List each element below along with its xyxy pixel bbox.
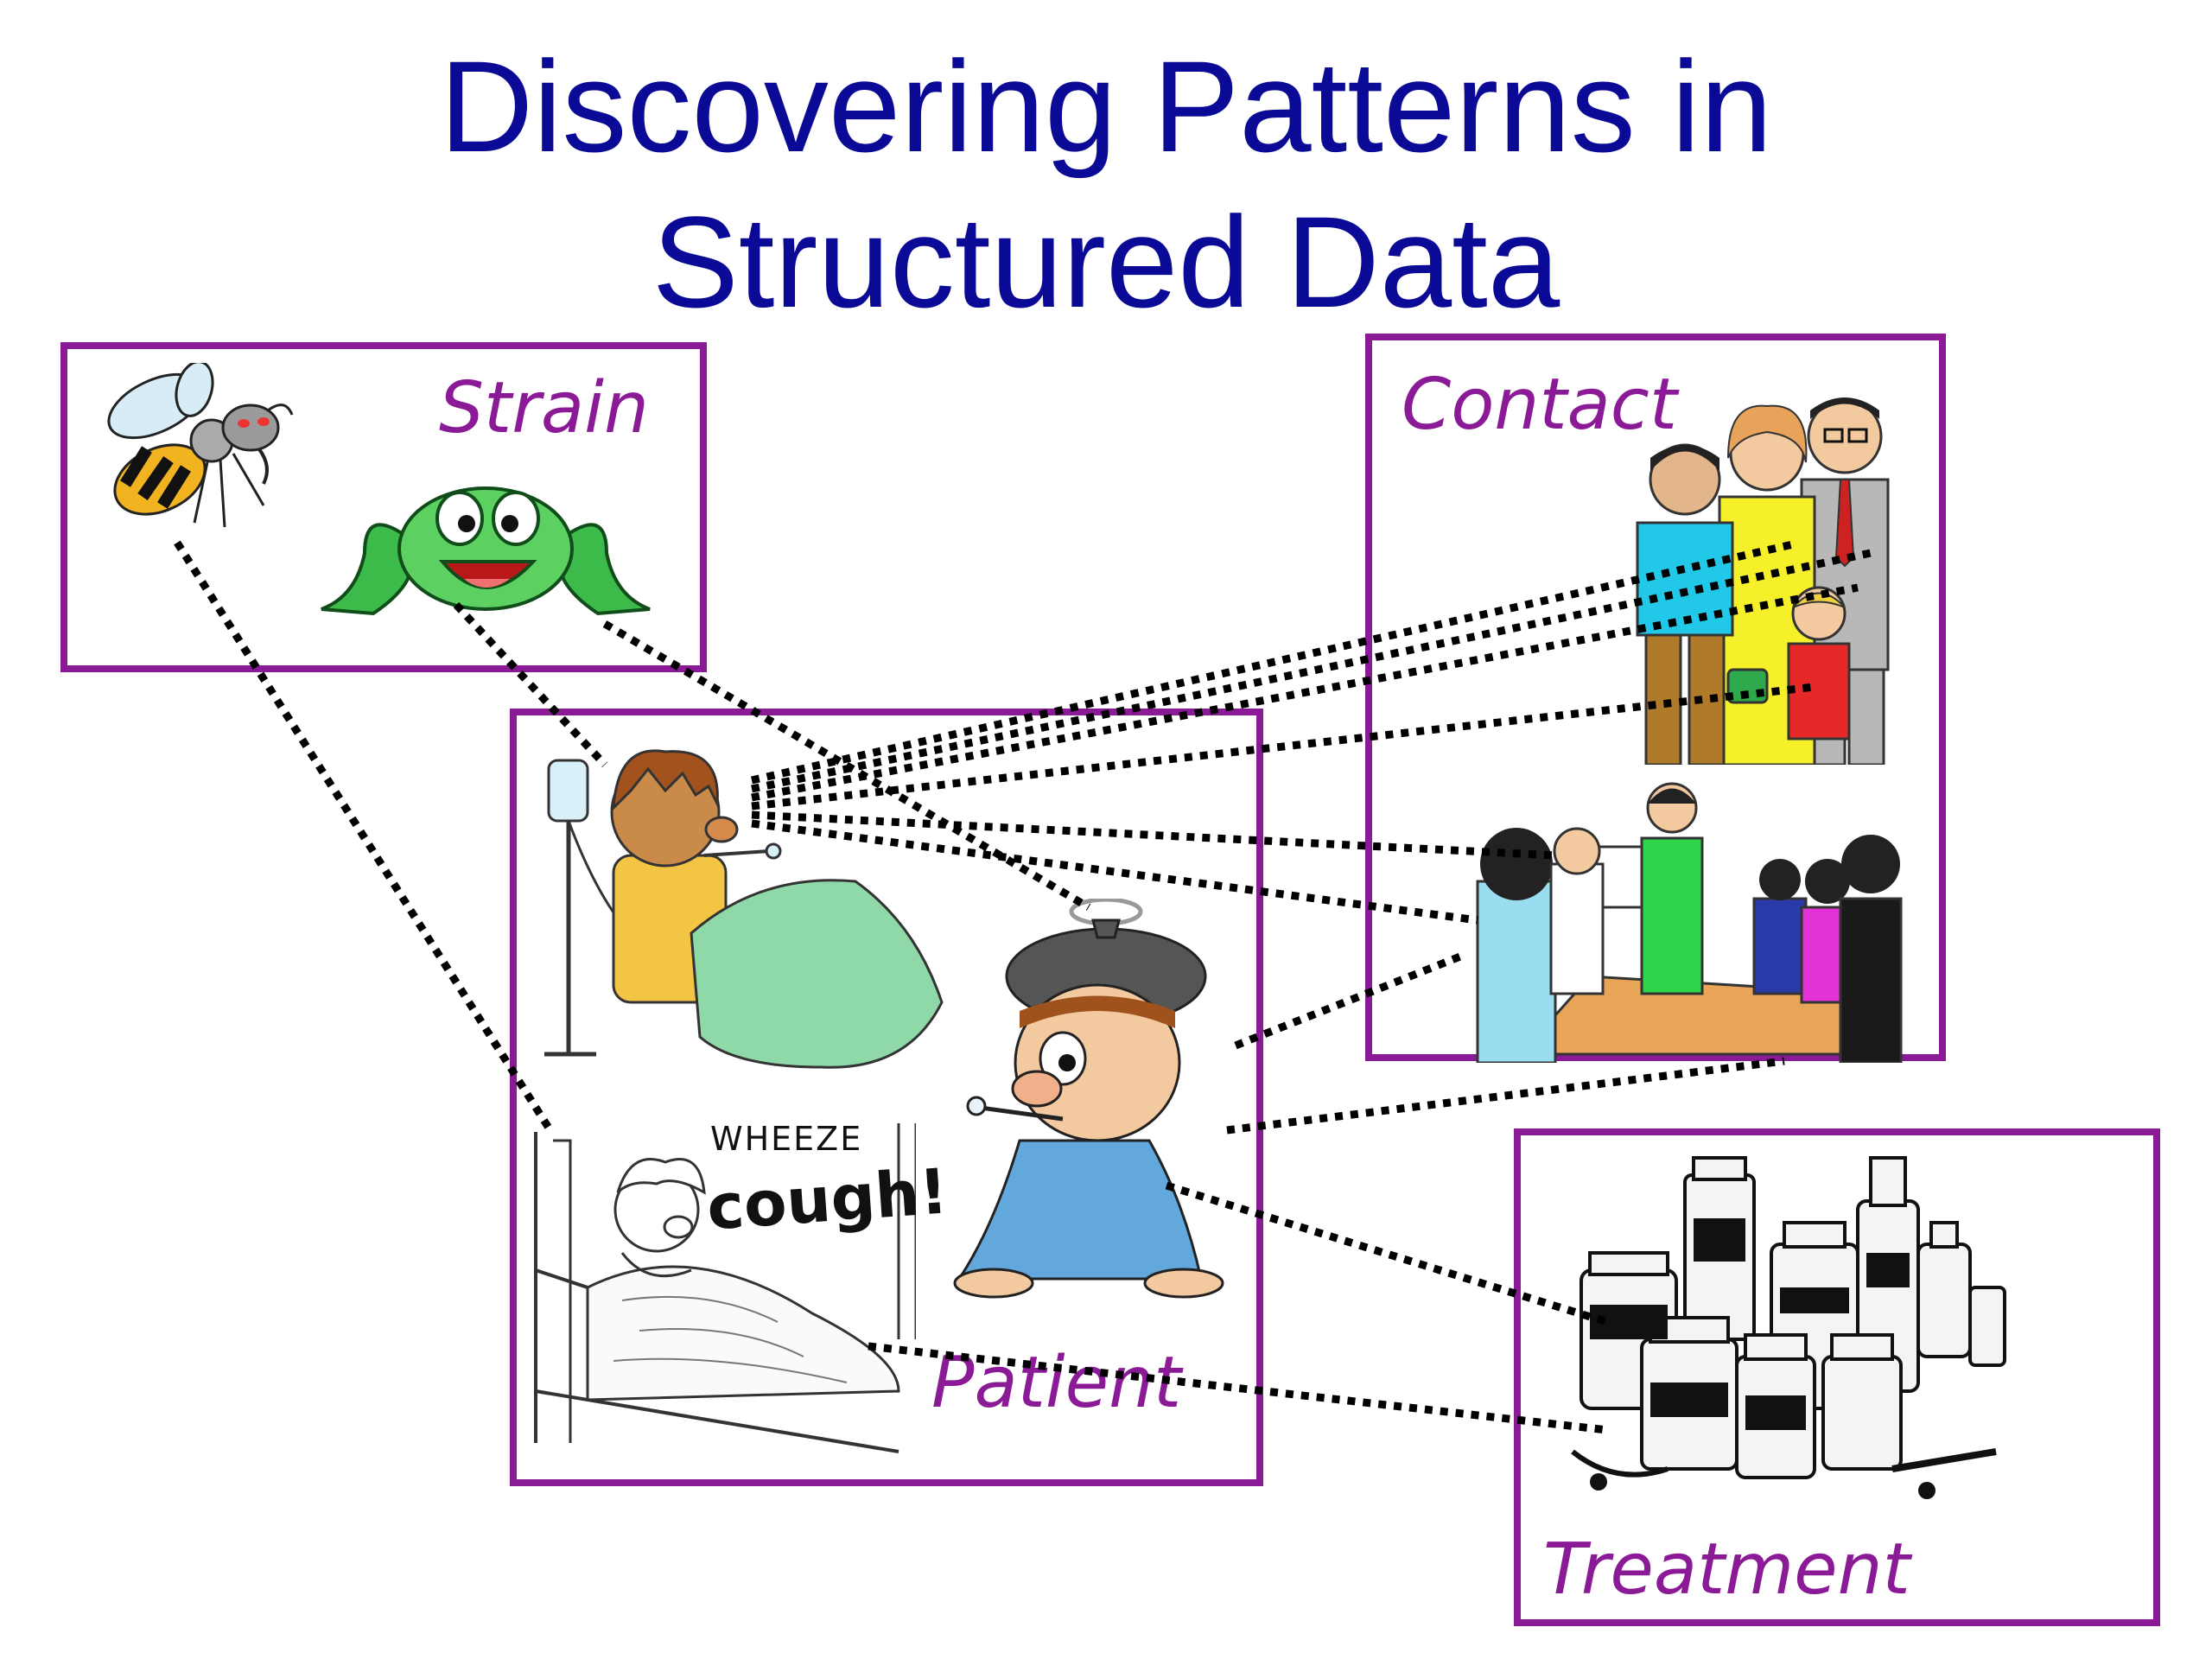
family-group-icon <box>1636 397 1890 765</box>
sick-boy-with-icepack-icon <box>953 899 1224 1299</box>
title-line-1: Discovering Patterns in <box>439 34 1773 179</box>
contact-label: Contact <box>1402 364 1678 446</box>
business-meeting-icon <box>1476 782 1903 1063</box>
wheeze-text: WHEEZE <box>710 1120 863 1158</box>
frog-icon <box>321 486 651 616</box>
strain-label: Strain <box>439 367 649 449</box>
medicine-bottles-icon <box>1571 1156 2006 1499</box>
title-line-2: Structured Data <box>652 189 1560 334</box>
wasp-icon <box>107 363 294 528</box>
patient-label: Patient <box>931 1342 1182 1424</box>
link-sick-boy-to-meeting-table <box>1226 1057 1785 1135</box>
sick-man-with-iv-icon <box>544 749 944 1069</box>
treatment-label: Treatment <box>1543 1529 1910 1611</box>
